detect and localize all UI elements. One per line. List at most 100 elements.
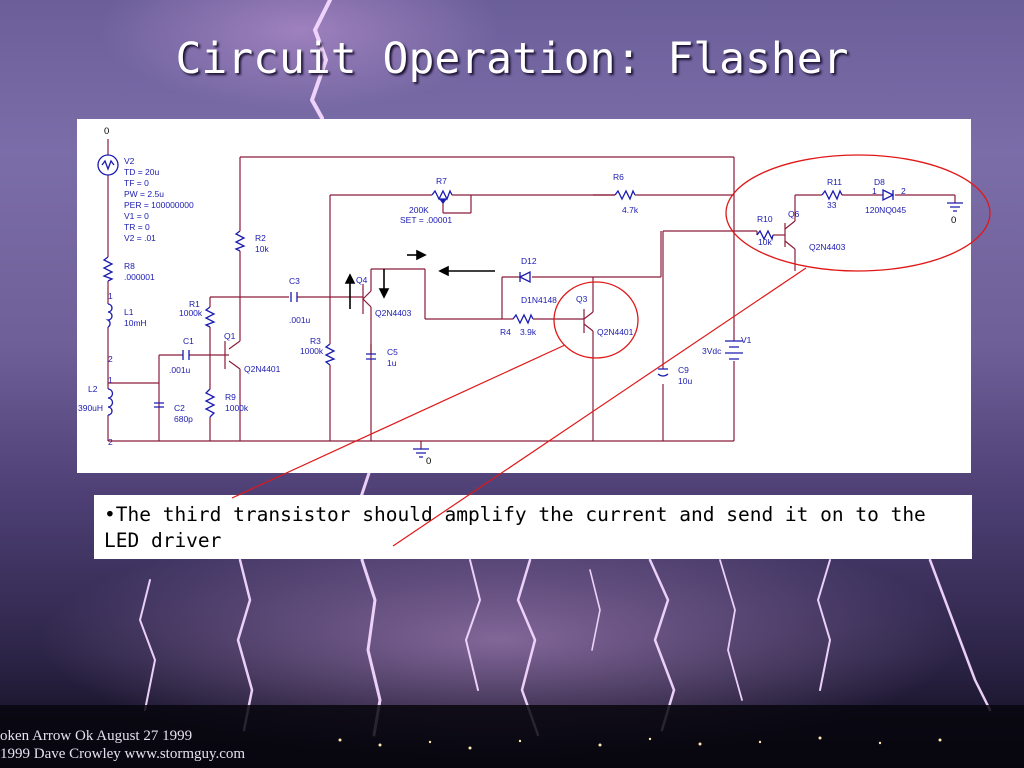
r1-value: 1000k: [179, 308, 203, 318]
q4-part: Q2N4403: [375, 308, 412, 318]
d12-label: D12: [521, 256, 537, 266]
ground-right-label: 0: [951, 215, 956, 226]
q3-highlight-circle: [553, 281, 639, 359]
r6-symbol: [614, 189, 636, 201]
callout-line-led-driver: [392, 267, 807, 547]
q1-part: Q2N4401: [244, 364, 281, 374]
r4-symbol: [512, 313, 534, 325]
r8-value: .000001: [124, 272, 155, 282]
c9-symbol: [657, 368, 669, 377]
c1-symbol: [182, 350, 190, 360]
l1-symbol: [105, 303, 113, 328]
l2-value: 390uH: [78, 403, 103, 413]
r2-value: 10k: [255, 244, 269, 254]
r4-value: 3.9k: [520, 327, 537, 337]
v2-param: TR = 0: [124, 222, 150, 232]
led-driver-highlight-circle: [725, 154, 991, 272]
r11-value: 33: [827, 200, 837, 210]
r6-value: 4.7k: [622, 205, 639, 215]
c9-label: C9: [678, 365, 689, 375]
r1-label: R1: [189, 299, 200, 309]
v2-label: V2: [124, 156, 135, 166]
d8-part: 120NQ045: [865, 205, 906, 215]
r2-symbol: [234, 230, 246, 252]
r10-value: 10k: [758, 237, 772, 247]
r8-symbol: [102, 256, 114, 282]
r9-value: 1000k: [225, 403, 249, 413]
r3-symbol: [324, 343, 336, 366]
schematic-drawing: 0 0 0 V2 TD = 20u TF = 0 PW = 2.5u PER =…: [78, 126, 963, 467]
r8-label: R8: [124, 261, 135, 271]
c2-symbol: [154, 402, 164, 408]
c5-symbol: [366, 353, 376, 360]
r7-set: SET = .00001: [400, 215, 452, 225]
l2-pin2: 2: [108, 437, 113, 447]
c3-symbol: [290, 292, 298, 302]
d8-label: D8: [874, 177, 885, 187]
r1-symbol: [204, 306, 216, 328]
v1-value: 3Vdc: [702, 346, 722, 356]
c2-value: 680p: [174, 414, 193, 424]
c5-value: 1u: [387, 358, 397, 368]
c1-value: .001u: [169, 365, 191, 375]
r10-symbol: [756, 229, 774, 241]
v2-param: PER = 100000000: [124, 200, 194, 210]
r3-value: 1000k: [300, 346, 324, 356]
v2-source-symbol: [97, 154, 119, 176]
d12-symbol: [518, 270, 531, 284]
r2-label: R2: [255, 233, 266, 243]
v2-param: PW = 2.5u: [124, 189, 164, 199]
d12-part: D1N4148: [521, 295, 557, 305]
photo-credit-line1: oken Arrow Ok August 27 1999: [0, 728, 193, 744]
c2-label: C2: [174, 403, 185, 413]
circuit-schematic: 0 0 0 V2 TD = 20u TF = 0 PW = 2.5u PER =…: [77, 119, 971, 473]
v2-param: V2 = .01: [124, 233, 156, 243]
d8-pin2: 2: [901, 186, 906, 196]
v1-label: V1: [741, 335, 752, 345]
slide-title: Circuit Operation: Flasher: [175, 34, 849, 84]
c3-label: C3: [289, 276, 300, 286]
l1-value: 10mH: [124, 318, 147, 328]
ground-top-label: 0: [104, 126, 109, 137]
c5-label: C5: [387, 347, 398, 357]
q3-label: Q3: [576, 294, 588, 304]
ground-bottom-symbol: [413, 448, 429, 458]
l1-pin1: 1: [108, 291, 113, 301]
q1-label: Q1: [224, 331, 236, 341]
r7-label: R7: [436, 176, 447, 186]
bullet-textbox: •The third transistor should amplify the…: [94, 495, 972, 559]
v2-param: TD = 20u: [124, 167, 159, 177]
l2-label: L2: [88, 384, 98, 394]
r11-symbol: [821, 189, 843, 201]
v1-battery-symbol: [725, 340, 743, 360]
r11-label: R11: [827, 177, 842, 187]
q4-label: Q4: [356, 275, 368, 285]
r9-symbol: [204, 388, 216, 418]
ground-bottom-label: 0: [426, 456, 431, 467]
l2-pin1: 1: [108, 375, 113, 385]
v2-param: V1 = 0: [124, 211, 149, 221]
r3-label: R3: [310, 336, 321, 346]
q6-label: Q6: [788, 209, 800, 219]
d8-symbol: [882, 188, 895, 202]
callout-line-q3: [231, 344, 566, 499]
wires: [107, 139, 956, 449]
d8-pin1: 1: [872, 186, 877, 196]
v2-param: TF = 0: [124, 178, 149, 188]
q6-part: Q2N4403: [809, 242, 846, 252]
ground-right-symbol: [947, 202, 963, 212]
r4-label: R4: [500, 327, 511, 337]
c3-value: .001u: [289, 315, 311, 325]
l1-pin2: 2: [108, 354, 113, 364]
l1-label: L1: [124, 307, 134, 317]
l2-symbol: [107, 388, 114, 416]
r9-label: R9: [225, 392, 236, 402]
photo-credit-line2: 1999 Dave Crowley www.stormguy.com: [0, 746, 246, 762]
r7-value: 200K: [409, 205, 429, 215]
c1-label: C1: [183, 336, 194, 346]
c9-value: 10u: [678, 376, 692, 386]
r7-symbol: [431, 189, 453, 201]
r10-label: R10: [757, 214, 773, 224]
